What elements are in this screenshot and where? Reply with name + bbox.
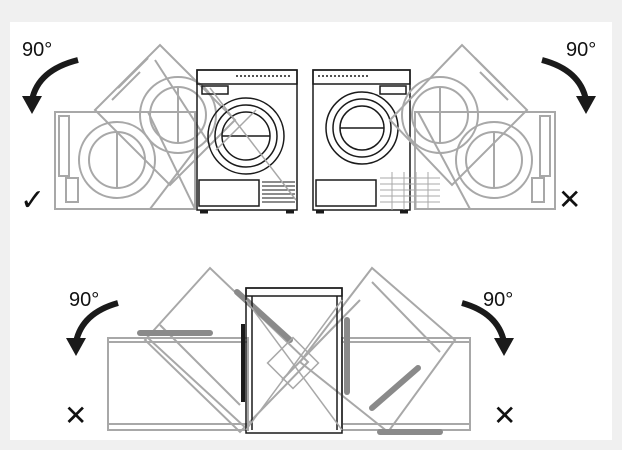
ghost-dryer-tilted-bottom-left [143, 266, 310, 434]
angle-label-top-left: 90° [22, 39, 53, 61]
ghost-dryer-lying-right [414, 111, 556, 210]
angle-label-bottom-left: 90° [69, 289, 100, 311]
upright-dryer-side [241, 287, 343, 434]
arrow-top-left [22, 57, 79, 114]
cross-icon-bottom-right: ✕ [493, 399, 517, 432]
hatch-right [380, 172, 440, 210]
arrow-bottom-right [461, 300, 514, 356]
angle-label-bottom-right: 90° [483, 289, 514, 311]
ghost-dryer-lying-bottom-left [107, 337, 249, 431]
arrow-top-right [541, 57, 596, 114]
panel-background [10, 22, 612, 440]
arrow-bottom-left [66, 300, 119, 356]
angle-label-top-right: 90° [566, 39, 597, 61]
cross-icon-bottom-left: ✕ [64, 399, 88, 432]
cross-icon-top-right: ✕ [558, 183, 582, 216]
top-right-rotation-group [380, 43, 556, 210]
upright-dryer-front-left [196, 69, 298, 214]
checkmark-icon: ✓ [20, 183, 46, 218]
vent-grille-left [262, 181, 295, 203]
